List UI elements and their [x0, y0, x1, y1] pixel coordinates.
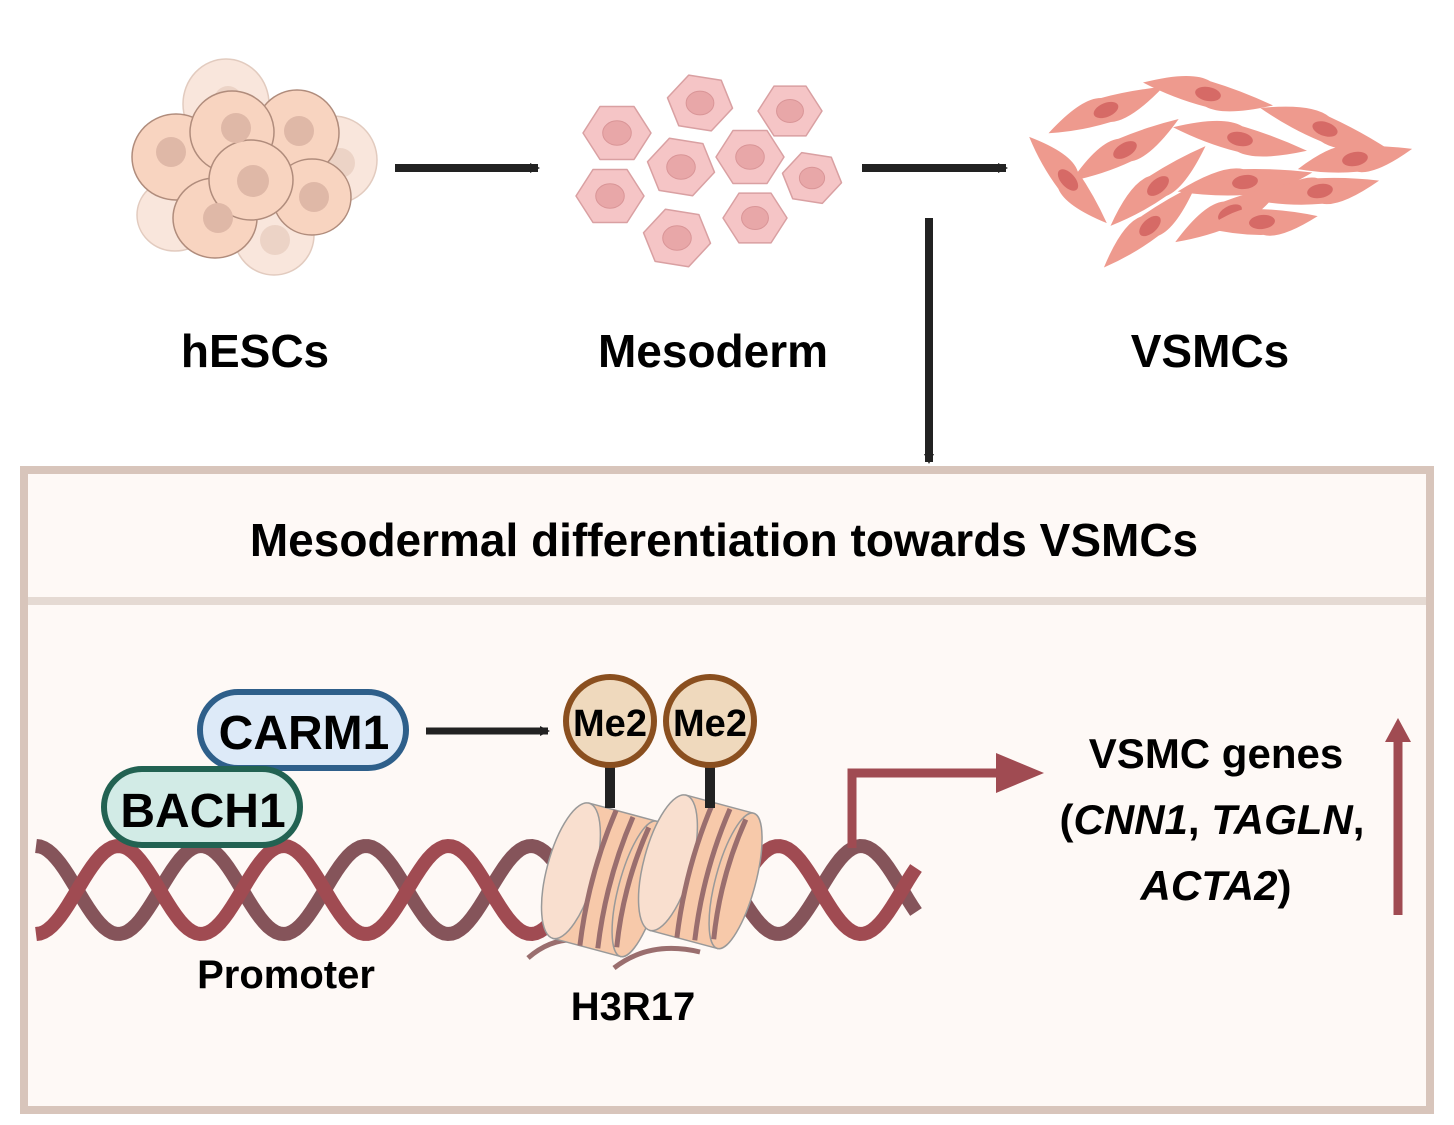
gene-cnn1: CNN1: [1074, 796, 1188, 843]
mesoderm-cell: [715, 129, 785, 185]
transcription-arrow-icon: [847, 753, 1044, 848]
dna-strand-front: [35, 838, 922, 942]
vsmc-cell: [1206, 207, 1318, 236]
mesoderm-cell: [575, 168, 645, 224]
mesoderm-cell: [757, 85, 823, 137]
me2-mark: Me2: [663, 674, 757, 768]
carm1-label: CARM1: [219, 707, 390, 760]
vsmc-cell: [1297, 145, 1413, 173]
dna-helix-icon: [35, 838, 922, 942]
vsmc-cell: [1029, 136, 1107, 224]
bach1-protein: BACH1: [101, 766, 303, 848]
vsmc-cell: [1143, 75, 1273, 112]
vsmc-cell: [1260, 177, 1380, 205]
stage-label-mesoderm: Mesoderm: [598, 325, 828, 377]
stem-cell-cluster-icon: [131, 58, 378, 276]
vsmc-genes-title: VSMC genes: [1089, 730, 1343, 777]
carm1-protein: CARM1: [197, 689, 409, 771]
bach1-label: BACH1: [120, 785, 285, 838]
vsmc-genes-list-line2: ACTA2): [1140, 862, 1292, 909]
stage-label-vsmcs: VSMCs: [1131, 325, 1289, 377]
vsmc-genes-list-line1: (CNN1, TAGLN,: [1060, 796, 1365, 843]
gene-tagln: TAGLN: [1211, 796, 1354, 843]
dna-strand-back: [35, 838, 922, 942]
upregulation-arrow-icon: [1385, 718, 1411, 915]
vsmc-cell: [1260, 106, 1390, 151]
smooth-muscle-cells-icon: [1029, 75, 1413, 268]
nucleosome-icon: [526, 794, 763, 970]
histone-label: H3R17: [571, 985, 696, 1029]
stage-label-hescs: hESCs: [181, 325, 329, 377]
mesoderm-cell: [666, 74, 734, 132]
vsmc-cell: [1110, 146, 1206, 226]
panel-divider: [28, 597, 1426, 605]
me2-label: Me2: [673, 703, 747, 745]
vsmc-cell: [1103, 184, 1197, 268]
vsmc-cell: [1173, 120, 1307, 157]
mesoderm-cells-icon: [575, 74, 843, 268]
me2-label: Me2: [573, 703, 647, 745]
mesoderm-cell: [781, 151, 843, 205]
mesoderm-cell: [646, 137, 716, 197]
gene-acta2: ACTA2: [1140, 862, 1278, 909]
mesoderm-cell: [582, 105, 652, 161]
vsmc-cell: [1071, 119, 1179, 181]
mesoderm-cell: [642, 208, 712, 268]
panel-title: Mesodermal differentiation towards VSMCs: [250, 514, 1198, 566]
promoter-label: Promoter: [197, 953, 375, 997]
vsmc-cell: [1048, 86, 1164, 134]
mesoderm-cell: [722, 192, 788, 244]
me2-mark: Me2: [563, 674, 657, 768]
